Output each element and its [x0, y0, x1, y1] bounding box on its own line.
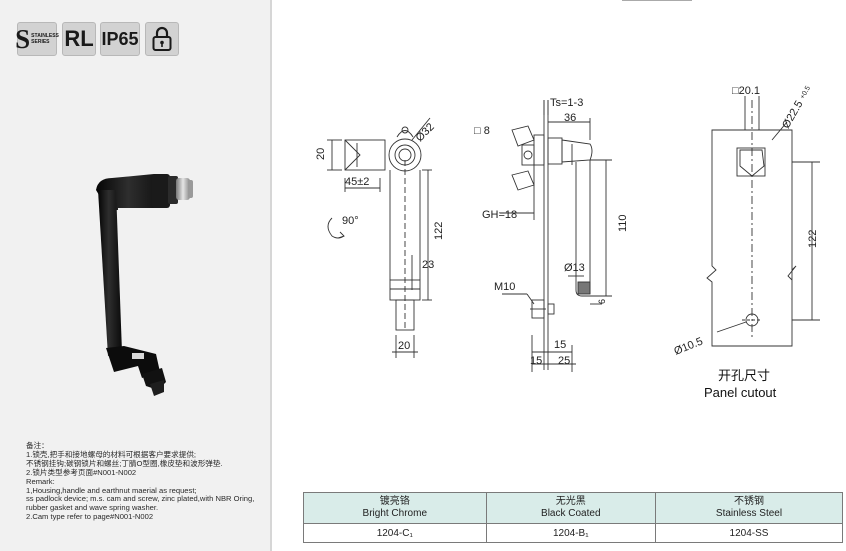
dim-cutout-122: 122	[807, 230, 819, 248]
header-zh: 无光黑	[555, 496, 586, 507]
dim-side-gh: GH=18	[482, 209, 517, 221]
cell-code-black: 1204-B₁	[485, 523, 657, 543]
dim-side-15a: 15	[554, 339, 566, 351]
dim-front-20-bottom: 20	[398, 340, 410, 352]
product-image	[96, 174, 193, 396]
dim-front-122: 122	[433, 222, 445, 240]
dim-side-110: 110	[617, 214, 629, 232]
technical-drawing: 20 Ø32 45±2 90° 122 23 20	[315, 0, 820, 400]
header-en: Bright Chrome	[362, 508, 427, 519]
stainless-line1: STAINLESS	[31, 33, 59, 39]
table-row: 1204-C₁ 1204-B₁ 1204-SS	[303, 523, 843, 543]
cutout-label-zh: 开孔尺寸	[718, 368, 770, 383]
dim-side-ts: Ts=1-3	[550, 97, 583, 109]
rl-text: RL	[64, 26, 94, 51]
cutout-label-en: Panel cutout	[704, 385, 777, 400]
ip65-badge: IP65	[100, 22, 140, 56]
dim-cutout-dia105: Ø10.5	[672, 335, 704, 357]
stainless-s-letter: S	[15, 23, 31, 54]
dim-front-45: 45±2	[345, 176, 369, 188]
dim-side-6: 6	[597, 299, 607, 304]
dim-side-15b: 15	[530, 355, 542, 367]
padlock-badge	[145, 22, 179, 56]
dim-cutout-square: □20.1	[732, 85, 760, 97]
notes-en-line: rubber gasket and wave spring washer.	[26, 503, 159, 513]
dim-side-m10: M10	[494, 281, 515, 293]
rotation-90: 90°	[342, 215, 359, 227]
cutout-view	[706, 96, 820, 347]
notes-en-heading: Remark:	[26, 476, 55, 486]
front-view	[327, 117, 432, 358]
dim-side-25: 25	[558, 355, 570, 367]
header-en: Stainless Steel	[715, 508, 783, 519]
stainless-line2: SERIES	[31, 39, 50, 45]
dim-side-square8: □ 8	[474, 125, 490, 137]
ip-text: IP65	[101, 28, 139, 49]
header-zh: 镀亮铬	[379, 496, 410, 507]
left-panel	[0, 0, 270, 551]
header-zh: 不锈钢	[734, 496, 764, 507]
dim-cutout-dia225: Ø22.5	[780, 99, 805, 131]
dim-front-20-top: 20	[315, 148, 327, 160]
dim-front-dia32: Ø32	[414, 121, 437, 144]
notes-zh-line: 1.锁壳,把手和接地螺母的材料可根据客户要求提供;	[26, 449, 197, 459]
cell-code-chrome: 1204-C₁	[303, 523, 487, 543]
notes-zh-line: 不锈钢挂钩;碳钢锁片和螺丝;丁腈O型圈,橡皮垫和波形弹垫.	[26, 458, 223, 468]
notes-zh-line: 2.锁片类型参考页面#N001-N002	[26, 467, 137, 477]
header-en: Black Coated	[541, 508, 601, 519]
dim-side-dia13: Ø13	[564, 262, 585, 274]
dim-front-23: 23	[422, 259, 434, 271]
side-view	[500, 100, 612, 372]
notes-heading: 备注：	[26, 441, 49, 450]
padlock-icon	[152, 26, 172, 51]
panel-divider	[270, 0, 272, 551]
dim-side-36: 36	[564, 112, 576, 124]
dim-cutout-tol: +0.5	[799, 85, 812, 101]
notes-en-line: 2.Cam type refer to page#N001-N002	[26, 512, 154, 522]
rl-badge: RL	[62, 22, 96, 56]
cell-code-ss: 1204-SS	[655, 523, 843, 543]
notes-block: 备注： 1.锁壳,把手和接地螺母的材料可根据客户要求提供; 不锈钢挂钩;碳钢锁片…	[26, 441, 271, 522]
notes-en-line: ss padlock device; m.s. cam and screw, z…	[26, 494, 255, 504]
stainless-series-badge: S STAINLESS SERIES	[15, 22, 59, 56]
notes-en-line: 1,Housing,handle and earthnut maerial as…	[26, 485, 197, 495]
